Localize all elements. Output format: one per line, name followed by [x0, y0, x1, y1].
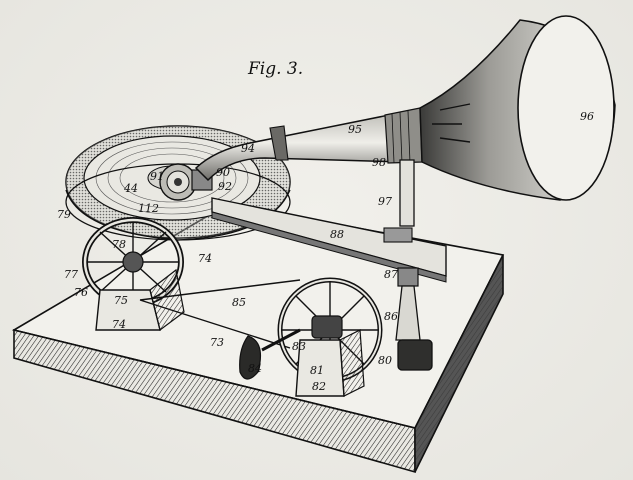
label-77: 77 [64, 268, 78, 281]
label-95: 95 [348, 123, 362, 136]
label-73: 73 [210, 336, 224, 349]
post [395, 267, 433, 371]
label-76: 76 [74, 286, 88, 299]
label-74-belt: 74 [198, 252, 212, 265]
label-98: 98 [372, 156, 386, 169]
label-80: 80 [378, 354, 392, 367]
label-79: 79 [57, 208, 71, 221]
label-75: 75 [114, 294, 128, 307]
horn [194, 15, 616, 201]
label-86: 86 [384, 310, 398, 323]
label-81: 81 [310, 364, 324, 377]
label-112: 112 [138, 202, 159, 215]
sound-box [159, 163, 213, 201]
reference-labels: 96 95 94 98 97 88 87 86 79 78 77 76 75 7… [57, 110, 594, 393]
label-74: 74 [112, 318, 126, 331]
label-94: 94 [241, 142, 255, 155]
label-97: 97 [378, 195, 392, 208]
label-78: 78 [112, 238, 126, 251]
label-87: 87 [384, 268, 398, 281]
drive-belt [139, 279, 301, 349]
label-44: 44 [123, 182, 138, 195]
label-85: 85 [232, 296, 246, 309]
label-84: 84 [248, 362, 262, 375]
crank-wheel [239, 277, 383, 397]
label-96: 96 [580, 110, 594, 123]
horn-support [211, 159, 447, 283]
label-91: 91 [150, 170, 164, 183]
label-82: 82 [312, 380, 326, 393]
label-92: 92 [218, 180, 232, 193]
label-88: 88 [330, 228, 344, 241]
label-83: 83 [292, 340, 306, 353]
figure-title: Fig. 3. [247, 59, 303, 79]
label-90: 90 [216, 166, 230, 179]
